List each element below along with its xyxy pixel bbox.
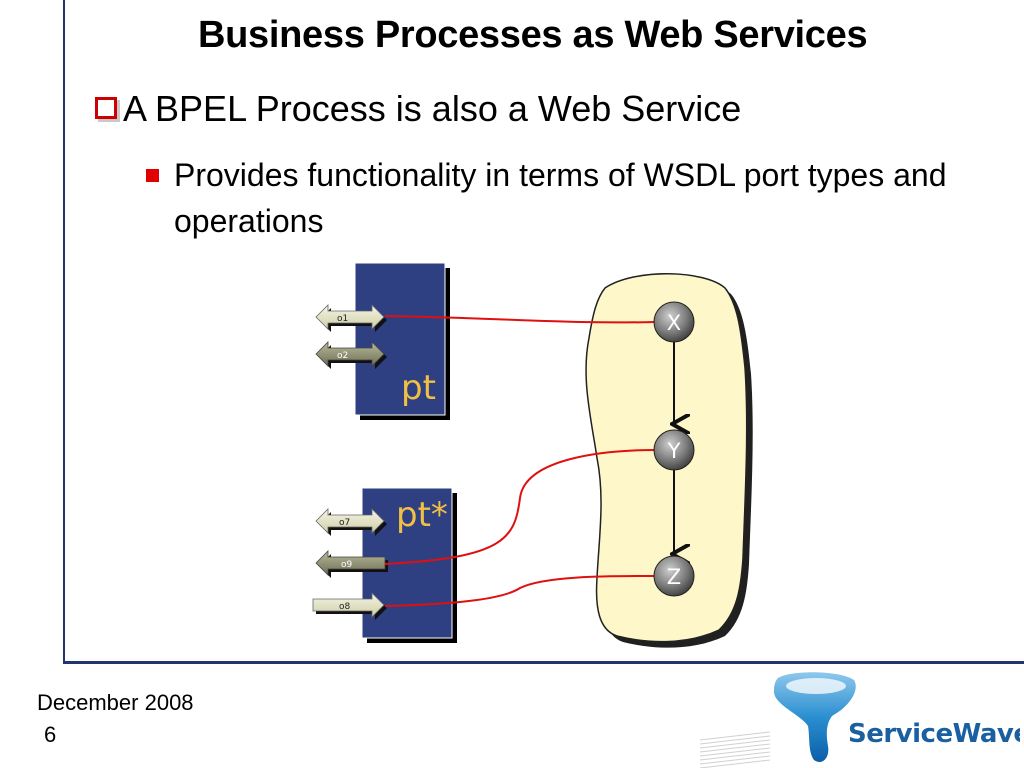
operation-arrow-o1: o1	[315, 304, 387, 332]
slide-frame-left-border	[63, 0, 65, 664]
activity-node-z: Z	[653, 555, 695, 597]
operation-arrow-o9: o9	[315, 550, 388, 578]
operation-label-o7: o7	[339, 518, 350, 528]
bullet-level1-text: A BPEL Process is also a Web Service	[123, 88, 742, 129]
link-o1-to-x	[384, 315, 656, 324]
slide-title: Business Processes as Web Services	[198, 14, 868, 56]
logo-stripes	[699, 731, 771, 768]
bpel-diagram: pt pt* o1 o2 o7 o9 o8	[312, 262, 753, 648]
activity-node-x: X	[653, 301, 695, 343]
bullet-level2-text: Provides functionality in terms of WSDL …	[174, 157, 947, 239]
operation-arrow-o8: o8	[312, 592, 387, 620]
port-type-label-pt-star: pt*	[396, 495, 448, 535]
link-o9-to-y	[384, 449, 656, 565]
operation-arrow-o7: o7	[315, 508, 387, 536]
logo-wave-icon	[773, 672, 856, 763]
port-type-label-pt: pt	[401, 368, 436, 408]
operation-label-o2: o2	[337, 351, 348, 361]
servicewave-logo: ServiceWave	[699, 672, 1020, 768]
operation-label-o1: o1	[337, 314, 348, 324]
logo-wordmark: ServiceWave	[848, 719, 1020, 749]
bullet-level1: A BPEL Process is also a Web Service	[95, 88, 995, 130]
operation-label-o8: o8	[339, 602, 351, 612]
activity-node-y: Y	[653, 429, 695, 471]
operation-arrow-o2: o2	[315, 341, 387, 369]
page-number: 6	[44, 722, 57, 747]
checkbox-bullet-icon	[95, 97, 117, 119]
footer-date: December 2008	[37, 690, 194, 715]
square-bullet-icon	[146, 169, 159, 182]
activity-label-y: Y	[667, 439, 681, 463]
slide-frame-bottom-border	[63, 661, 1024, 664]
operation-links	[384, 315, 656, 607]
link-o8-to-z	[384, 575, 656, 607]
activity-label-x: X	[667, 311, 681, 335]
activity-label-z: Z	[667, 565, 681, 589]
port-type-box-pt: pt	[354, 262, 450, 420]
operation-label-o9: o9	[341, 560, 353, 570]
